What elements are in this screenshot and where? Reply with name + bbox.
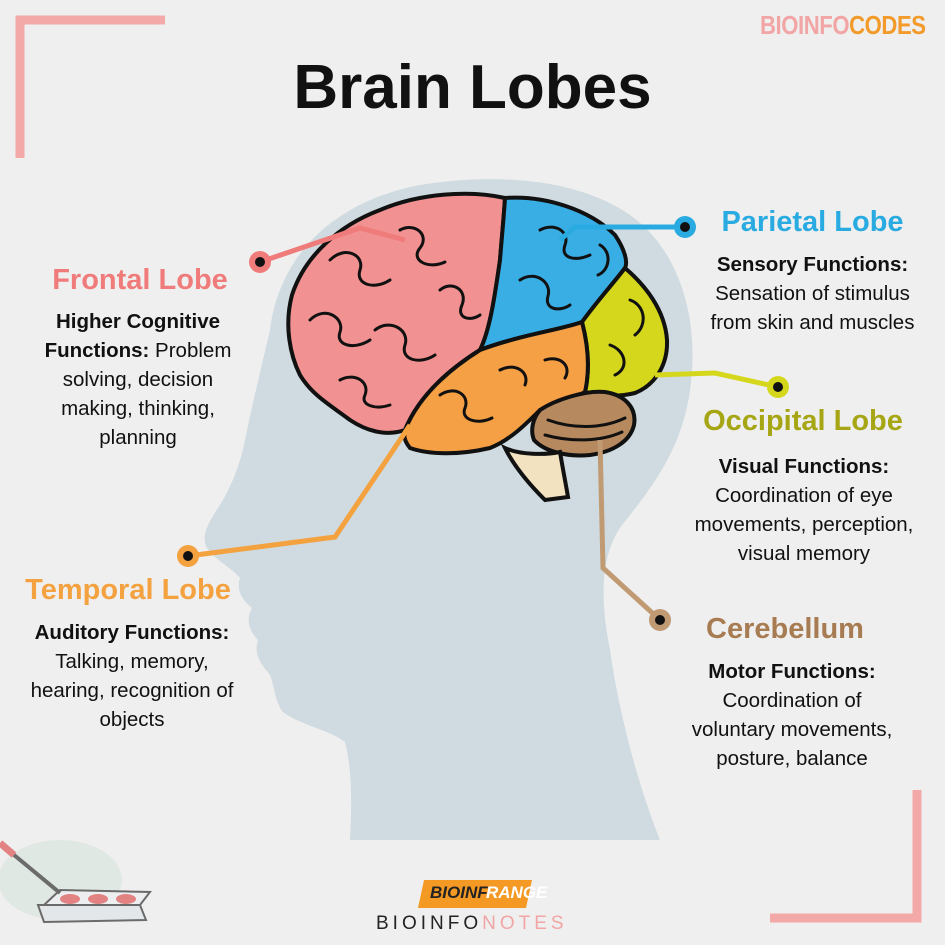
parietal-text1: Sensation of stimulus — [715, 282, 910, 305]
occipital-text1: Coordination of eye — [715, 484, 893, 507]
temporal-text2: hearing, recognition of — [30, 679, 234, 702]
bioinforange-logo: BIOINF RANGE — [420, 877, 547, 909]
frontal-lobe-description: Higher Cognitive Functions: Problem solv… — [20, 307, 256, 452]
temporal-lobe-title: Temporal Lobe — [25, 574, 231, 606]
corner-bracket-top-left — [15, 15, 165, 158]
temporal-text1: Talking, memory, — [55, 650, 209, 673]
occipital-text2: movements, perception, — [694, 513, 914, 536]
occipital-connector — [654, 370, 779, 390]
cerebellum-heading: Motor Functions: — [708, 660, 876, 683]
page-title: Brain Lobes — [293, 53, 652, 122]
parietal-connector — [558, 224, 685, 242]
frontal-heading1: Higher Cognitive — [55, 310, 220, 333]
notes-part1: BIOINFO — [376, 913, 483, 934]
frontal-text4: planning — [99, 426, 177, 449]
temporal-heading: Auditory Functions: — [34, 621, 230, 644]
bioinforange-logo-shape — [418, 880, 532, 908]
parietal-lobe-title: Parietal Lobe — [721, 206, 904, 238]
notes-part2: NOTES — [482, 913, 568, 934]
cerebellum — [530, 389, 637, 458]
corner-bracket-bottom-right — [770, 790, 922, 923]
bioinfocodes-brand: BIOINFOCODES — [760, 10, 926, 41]
cerebellum-title: Cerebellum — [706, 613, 864, 645]
brain-stem — [500, 443, 571, 503]
brand-part1: BIOINFO — [760, 10, 850, 40]
brand-part2: CODES — [849, 10, 926, 40]
cerebellum-text3: posture, balance — [716, 747, 868, 770]
cerebellum-description: Motor Functions: Coordination of volunta… — [662, 657, 922, 773]
bioinfonotes-wordmark: BIOINFONOTES — [376, 913, 568, 935]
occipital-lobe-title: Occipital Lobe — [703, 405, 903, 437]
frontal-text2: solving, decision — [62, 368, 214, 391]
brain-folds — [308, 225, 645, 442]
parietal-heading: Sensory Functions: — [716, 253, 909, 276]
cerebellum-text1: Coordination of — [722, 689, 862, 712]
cerebellum-text2: voluntary movements, — [691, 718, 893, 741]
lab-dish-sketch — [0, 840, 152, 924]
frontal-connector — [259, 225, 406, 265]
frontal-heading2: Functions: — [44, 339, 150, 362]
parietal-text2: from skin and muscles — [710, 311, 915, 334]
occipital-heading: Visual Functions: — [718, 455, 890, 478]
temporal-lobe-description: Auditory Functions: Talking, memory, hea… — [6, 618, 258, 734]
cerebellum-connector — [597, 439, 662, 622]
parietal-lobe-description: Sensory Functions: Sensation of stimulus… — [685, 250, 940, 337]
occipital-lobe-description: Visual Functions: Coordination of eye mo… — [668, 452, 940, 568]
frontal-lobe-title: Frontal Lobe — [52, 264, 228, 296]
temporal-connector — [187, 423, 413, 559]
frontal-text3: making, thinking, — [61, 397, 215, 420]
frontal-text1: Problem — [149, 339, 232, 362]
logo-part2: RANGE — [486, 883, 548, 902]
occipital-text3: visual memory — [737, 542, 871, 565]
logo-part1: BIOINF — [430, 883, 488, 902]
temporal-text3: objects — [99, 708, 165, 731]
